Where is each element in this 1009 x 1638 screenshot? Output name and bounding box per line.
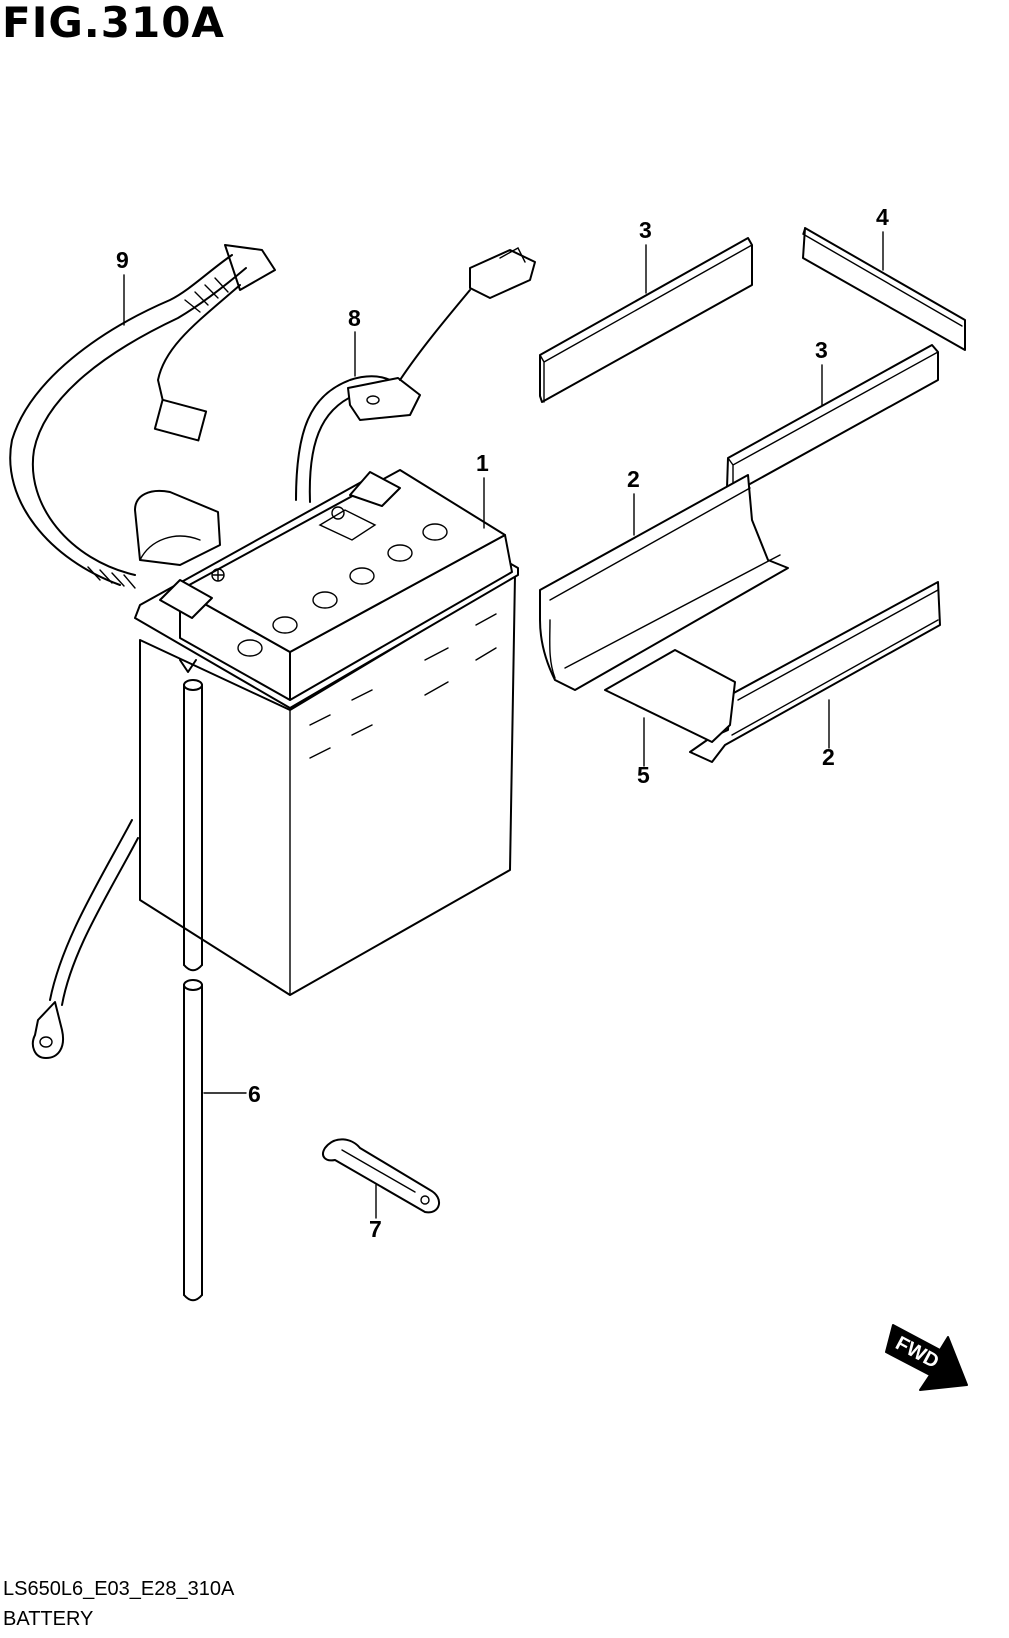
part-3-cushion-upper[interactable] [539, 237, 753, 403]
callout-leaders [123, 231, 884, 1219]
callout-3-upper: 3 [639, 217, 652, 243]
figure-code: LS650L6_E03_E28_310A [3, 1578, 235, 1600]
callout-6: 6 [248, 1081, 261, 1107]
fwd-arrow-icon: FWD [885, 1324, 968, 1391]
part-8-positive-lead[interactable] [295, 247, 536, 503]
callout-5: 5 [637, 762, 650, 788]
part-7-battery-band[interactable] [322, 1138, 440, 1214]
part-4-cushion[interactable] [802, 227, 966, 351]
part-3-cushion-lower[interactable] [726, 344, 939, 496]
part-9-battery-cable[interactable] [9, 244, 276, 589]
part-2-holder-rear[interactable] [689, 581, 941, 763]
callout-9: 9 [116, 247, 129, 273]
callout-8: 8 [348, 305, 361, 331]
figure-title: FIG.310A [2, 0, 225, 47]
callout-1: 1 [476, 450, 489, 476]
callout-2-lower: 2 [822, 744, 835, 770]
part-6-breather-hose[interactable] [183, 679, 203, 1302]
ground-cable-terminal [31, 819, 139, 1059]
part-5-battery-tray[interactable] [604, 649, 736, 743]
callout-7: 7 [369, 1216, 382, 1242]
callout-4: 4 [876, 204, 889, 230]
part-1-battery[interactable] [134, 469, 519, 996]
part-2-holder-front[interactable] [539, 474, 789, 691]
callout-2-upper: 2 [627, 466, 640, 492]
figure-name: BATTERY [3, 1608, 94, 1630]
callout-3-lower: 3 [815, 337, 828, 363]
